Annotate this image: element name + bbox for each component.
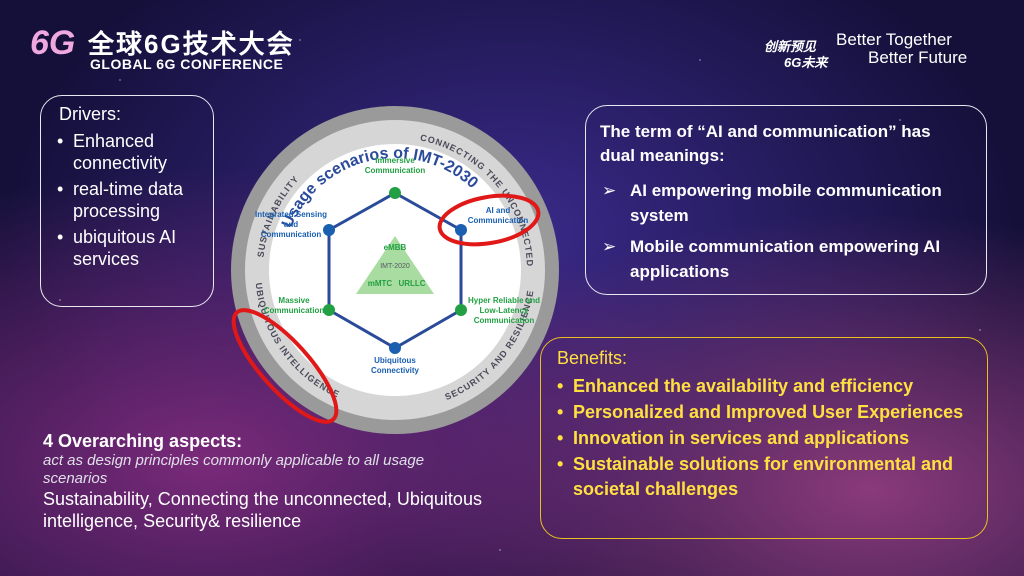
term-item: Mobile communication empowering AI appli… xyxy=(600,234,980,284)
triangle-mmtc: mMTC xyxy=(368,279,393,288)
term-list: AI empowering mobile communication syste… xyxy=(600,178,980,290)
node-massive-label: Massive Communication xyxy=(263,296,325,315)
logo-chinese-title: 全球6G技术大会 xyxy=(88,29,295,59)
node-isac-dot xyxy=(323,224,335,236)
imt2020-triangle xyxy=(356,236,434,294)
drivers-callout: Drivers: Enhanced connectivity real-time… xyxy=(40,95,214,307)
node-ai-label: AI and Communication xyxy=(467,206,529,225)
node-immersive-label: Immersive Communication xyxy=(364,156,426,175)
imt2030-diagram: SUSTAINABILITY CONNECTING THE UNCONNECTE… xyxy=(231,106,559,434)
triangle-embb: eMBB xyxy=(384,243,407,252)
term-title: The term of “AI and communication” has d… xyxy=(600,122,931,165)
aspects-subtitle: act as design principles commonly applic… xyxy=(43,452,425,487)
node-ubiq-dot xyxy=(389,342,401,354)
drivers-item: Enhanced connectivity xyxy=(55,130,205,174)
slogan-en-line2: Better Future xyxy=(868,48,968,67)
ai-highlight-ellipse xyxy=(437,193,541,247)
node-isac-label: Integrated Sensing and Communication xyxy=(254,210,327,239)
benefits-item: Enhanced the availability and efficiency xyxy=(557,374,977,399)
triangle-imt2020: IMT-2020 xyxy=(380,263,410,270)
node-massive-dot xyxy=(323,304,335,316)
term-item: AI empowering mobile communication syste… xyxy=(600,178,980,228)
ubiquitous-highlight-ellipse xyxy=(231,308,339,424)
node-immersive-dot xyxy=(389,187,401,199)
benefits-title: Benefits: xyxy=(557,348,628,368)
benefits-item: Personalized and Improved User Experienc… xyxy=(557,400,977,425)
logo-mark: 6G xyxy=(30,24,76,62)
triangle-urllc: URLLC xyxy=(398,279,425,288)
benefits-callout: Benefits: Enhanced the availability and … xyxy=(540,337,988,539)
node-ubiq-label: Ubiquitous Connectivity xyxy=(370,356,419,375)
term-callout: The term of “AI and communication” has d… xyxy=(585,105,987,295)
slogan-en-line1: Better Together xyxy=(836,30,952,49)
benefits-item: Sustainable solutions for environmental … xyxy=(557,452,977,502)
benefits-list: Enhanced the availability and efficiency… xyxy=(557,374,977,503)
drivers-title: Drivers: xyxy=(59,104,121,124)
node-hrllc-dot xyxy=(455,304,467,316)
aspects-list: Sustainability, Connecting the unconnect… xyxy=(43,489,482,531)
drivers-item: real-time data processing xyxy=(55,178,205,222)
aspects-title: 4 Overarching aspects: xyxy=(43,431,243,451)
node-ai-dot xyxy=(455,224,467,236)
node-hrllc-label: Hyper Reliable and Low-Latency Communica… xyxy=(467,296,541,325)
logo-english-title: GLOBAL 6G CONFERENCE xyxy=(90,56,284,72)
drivers-list: Enhanced connectivity real-time data pro… xyxy=(55,130,205,274)
aspects-block: 4 Overarching aspects: act as design pri… xyxy=(43,431,483,532)
drivers-item: ubiquitous AI services xyxy=(55,226,205,270)
slogan: 创新预见 6G未来 Better Together Better Future xyxy=(764,30,984,70)
benefits-item: Innovation in services and applications xyxy=(557,426,977,451)
slogan-cn-line1: 创新预见 xyxy=(764,39,817,54)
slogan-cn-line2: 6G未来 xyxy=(784,55,828,70)
